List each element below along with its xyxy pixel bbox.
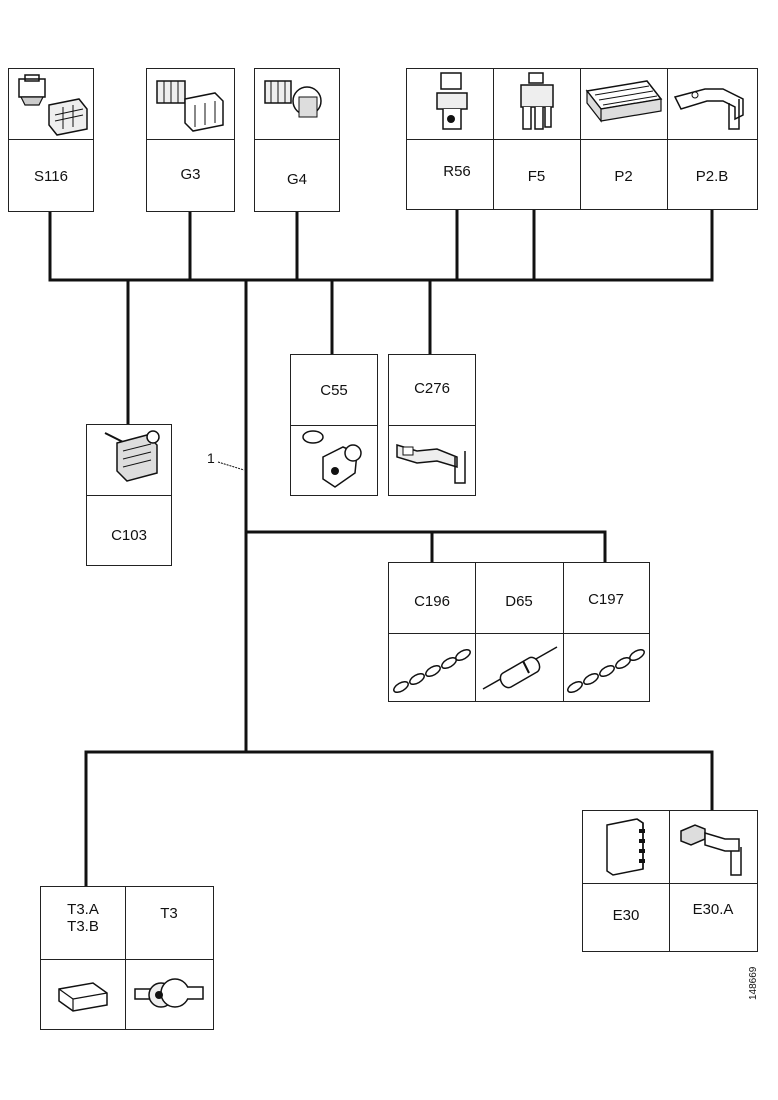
c196-label: C196 [414,593,450,610]
t3-sensor-image [129,967,213,1023]
t3ab-connector-image [51,969,117,1021]
component-group-e30: E30 E30.A [582,810,758,952]
component-group-t3: T3.A T3.B T3 [40,886,214,1030]
component-group-splices: C196 D65 C197 [388,562,650,702]
component-group-relays-fuses: R56 F5 P2 P2.B [406,68,758,210]
e30a-label: E30.A [692,901,734,918]
e30a-terminal-image [675,817,755,881]
component-c276: C276 [388,354,476,496]
c276-label: C276 [414,380,450,397]
e30-label: E30 [612,907,640,924]
component-s116: S116 [8,68,94,212]
t3ab-label-line2: T3.B [67,918,99,935]
document-id: 148669 [748,966,759,1000]
c276-terminal-image [393,429,473,493]
c55-label: C55 [320,382,348,399]
c55-terminal-image [295,427,375,493]
r56-label: R56 [443,163,471,180]
p2b-terminal-image [671,73,753,135]
f5-fuse-holder-image [513,71,563,137]
component-c103: C103 [86,424,172,566]
g3-label: G3 [180,166,201,183]
t3ab-label-line1: T3.A [67,901,99,918]
s116-label: S116 [34,168,68,185]
c103-label: C103 [111,527,147,544]
s116-connector-image [13,71,91,137]
p2-label: P2 [614,168,633,185]
g4-label: G4 [286,171,307,188]
f5-label: F5 [527,168,546,185]
g3-connector-image [151,71,231,137]
harness-label: 1 [207,450,215,466]
c197-splice-chain-image [565,637,647,697]
d65-label: D65 [505,593,533,610]
r56-relay-image [429,71,479,137]
p2b-label: P2.B [695,168,729,185]
c196-splice-chain-image [391,637,473,697]
component-g3: G3 [146,68,235,212]
component-c55: C55 [290,354,378,496]
e30-module-image [597,815,659,881]
c197-label: C197 [588,591,624,608]
p2-fuse-box-image [583,75,665,135]
component-g4: G4 [254,68,340,212]
g4-connector-image [259,71,337,137]
c103-connector-image [95,425,167,493]
d65-diode-image [479,637,561,697]
t3-label: T3 [160,905,178,922]
